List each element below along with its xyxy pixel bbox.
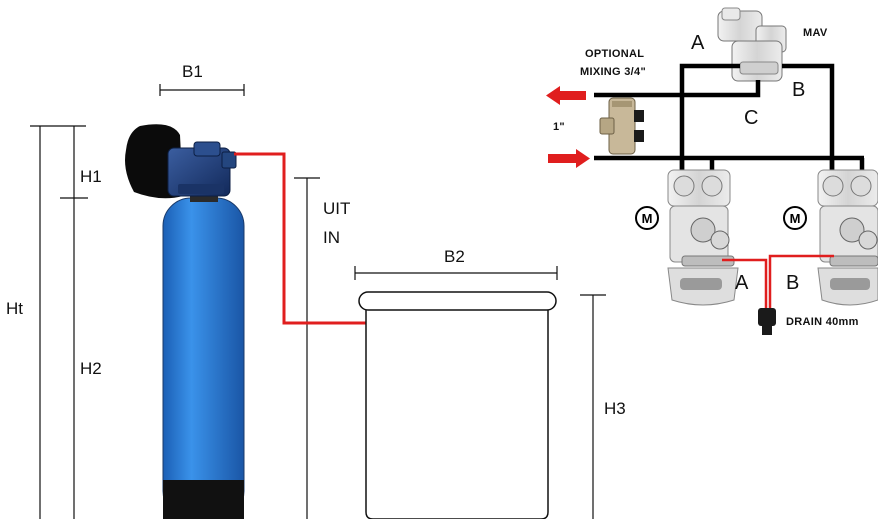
mav-label: MAV <box>803 27 828 39</box>
outlet-height-line <box>294 177 320 519</box>
drain-fitting <box>758 308 776 335</box>
optional-mixing-label-2: MIXING 3/4" <box>580 66 646 78</box>
motor-right: M <box>783 206 807 230</box>
b1-label: B1 <box>182 62 203 81</box>
b1-dimension-line <box>159 84 245 96</box>
inlet-arrow <box>548 149 590 168</box>
h3-dimension-line <box>580 294 606 519</box>
h2-label: H2 <box>80 359 102 378</box>
optional-mixing-label-1: OPTIONAL <box>585 48 645 60</box>
h3-label: H3 <box>604 399 626 418</box>
port-b-bottom-label: B <box>786 272 800 294</box>
right-control-valve <box>817 169 878 306</box>
b2-dimension-line <box>354 266 558 280</box>
h1-h2-dimension-line <box>60 126 88 519</box>
drain-lines <box>722 254 834 308</box>
mav-valve <box>717 7 787 82</box>
brine-line <box>234 152 372 325</box>
softener-tank <box>162 190 245 519</box>
outlet-label: UIT <box>323 199 351 218</box>
ht-label: Ht <box>6 299 23 318</box>
port-c-label: C <box>744 107 759 129</box>
h1-label: H1 <box>80 167 102 186</box>
b2-label: B2 <box>444 247 465 266</box>
inlet-label: IN <box>323 228 340 247</box>
left-control-valve <box>667 169 739 306</box>
control-valve-head <box>125 124 237 199</box>
motor-left: M <box>635 206 659 230</box>
port-b-top-label: B <box>792 79 806 101</box>
port-a-top-label: A <box>691 32 705 54</box>
drain-label: DRAIN 40mm <box>786 316 859 328</box>
ht-dimension-line <box>30 125 86 519</box>
port-a-bottom-label: A <box>735 272 749 294</box>
brine-tank <box>358 291 557 519</box>
mixing-valve <box>599 97 644 155</box>
pipe-size-label: 1" <box>553 121 565 133</box>
svg-text:M: M <box>790 211 801 226</box>
svg-text:M: M <box>642 211 653 226</box>
outlet-arrow <box>546 86 586 105</box>
